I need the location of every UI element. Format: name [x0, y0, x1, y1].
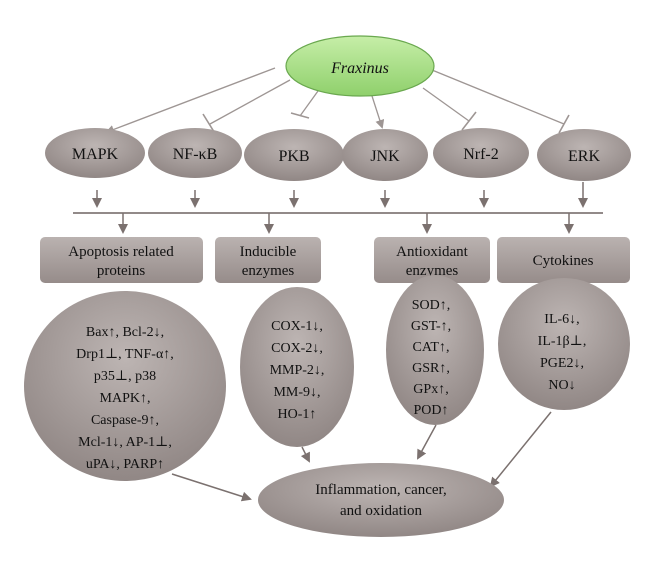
markers-apoptosis-text: Bax↑, Bcl-2↓, Drp1⊥, TNF-α↑, p35⊥, p38 M…: [76, 325, 174, 472]
markers-inducible: COX-1↓, COX-2↓, MMP-2↓, MM-9↓, HO-1↑: [240, 287, 354, 447]
marker-cytokines-2: IL-1β⊥,: [538, 334, 587, 349]
marker-apoptosis-5: Caspase-9↑,: [91, 413, 159, 428]
edge-root-jnk: [371, 95, 385, 129]
pathway-down-arrows: [92, 182, 588, 208]
pathway-nrf2-label: Nrf-2: [463, 146, 499, 163]
markers-apoptosis: Bax↑, Bcl-2↓, Drp1⊥, TNF-α↑, p35⊥, p38 M…: [24, 291, 226, 481]
pathway-pkb: PKB: [244, 129, 344, 181]
marker-inducible-4: MM-9↓,: [273, 385, 320, 400]
outcome-node: Inflammation, cancer, and oxidation: [258, 463, 504, 537]
inhibit-bar-pkb: [290, 112, 310, 119]
marker-cytokines-1: IL-6↓,: [544, 312, 579, 327]
markers-cytokines: IL-6↓, IL-1β⊥, PGE2↓, NO↓: [498, 278, 630, 410]
root-edges: [105, 67, 570, 136]
edge-root-nfkb: [209, 79, 291, 125]
marker-antioxidant-6: POD↑: [413, 403, 448, 418]
marker-cytokines-4: NO↓: [548, 378, 575, 393]
marker-antioxidant-3: CAT↑,: [413, 340, 450, 355]
marker-groups: Bax↑, Bcl-2↓, Drp1⊥, TNF-α↑, p35⊥, p38 M…: [24, 275, 630, 481]
pathway-mapk: MAPK: [45, 128, 145, 178]
category-antioxidant-line1: Antioxidant: [396, 244, 468, 260]
arrow-apoptosis-outcome: [171, 473, 252, 502]
pathway-erk-label: ERK: [568, 148, 600, 165]
markers-antioxidant-text: SOD↑, GST-↑, CAT↑, GSR↑, GPx↑, POD↑: [411, 298, 451, 418]
pathway-erk: ERK: [537, 129, 631, 181]
marker-antioxidant-1: SOD↑,: [412, 298, 451, 313]
pathway-nfkb: NF-κB: [148, 128, 242, 178]
pathway-nrf2: Nrf-2: [433, 128, 529, 178]
pathway-jnk: JNK: [342, 129, 428, 181]
marker-inducible-1: COX-1↓,: [271, 319, 323, 334]
category-cytokines: Cytokines: [497, 237, 630, 283]
pathway-nodes: MAPK NF-κB PKB JNK Nrf-2 ERK: [45, 128, 631, 181]
marker-apoptosis-1: Bax↑, Bcl-2↓,: [86, 325, 164, 340]
inhibit-bar-erk: [558, 114, 570, 134]
category-boxes: Apoptosis related proteins Inducible enz…: [40, 237, 630, 283]
pathway-mapk-label: MAPK: [72, 146, 119, 163]
category-apoptosis: Apoptosis related proteins: [40, 237, 203, 283]
pathway-jnk-label: JNK: [370, 148, 400, 165]
marker-antioxidant-2: GST-↑,: [411, 319, 451, 334]
edge-root-erk: [431, 69, 565, 125]
inhibit-bar-nrf2: [461, 111, 477, 131]
marker-apoptosis-7: uPA↓, PARP↑: [86, 457, 164, 472]
marker-antioxidant-4: GSR↑,: [412, 361, 450, 376]
arrow-cytokines-outcome: [489, 411, 552, 488]
marker-inducible-3: MMP-2↓,: [270, 363, 325, 378]
outcome-line1: Inflammation, cancer,: [315, 482, 446, 498]
category-cytokines-line1: Cytokines: [533, 253, 594, 269]
markers-inducible-text: COX-1↓, COX-2↓, MMP-2↓, MM-9↓, HO-1↑: [270, 319, 325, 422]
category-apoptosis-line1: Apoptosis related: [68, 244, 174, 260]
pathway-nfkb-label: NF-κB: [173, 146, 218, 163]
marker-cytokines-3: PGE2↓,: [540, 356, 584, 371]
arrow-antioxidant-outcome: [417, 424, 437, 460]
edge-root-mapk: [105, 67, 276, 134]
marker-apoptosis-3: p35⊥, p38: [94, 369, 156, 384]
marker-apoptosis-4: MAPK↑,: [100, 391, 151, 406]
root-label: Fraxinus: [330, 60, 389, 77]
category-inducible: Inducible enzymes: [215, 237, 321, 283]
bus-down-arrows: [118, 213, 574, 234]
outcome-line2: and oxidation: [340, 503, 423, 519]
markers-cytokines-text: IL-6↓, IL-1β⊥, PGE2↓, NO↓: [538, 312, 587, 393]
category-antioxidant: Antioxidant enzymes: [374, 237, 490, 283]
markers-antioxidant: SOD↑, GST-↑, CAT↑, GSR↑, GPx↑, POD↑: [386, 275, 484, 425]
root-node: Fraxinus: [285, 35, 435, 97]
category-inducible-line2: enzymes: [242, 263, 295, 279]
marker-apoptosis-6: Mcl-1↓, AP-1⊥,: [78, 435, 172, 450]
edge-root-pkb: [299, 90, 319, 117]
marker-inducible-2: COX-2↓,: [271, 341, 323, 356]
category-apoptosis-line2: proteins: [97, 263, 145, 279]
category-antioxidant-line2: enzymes: [406, 263, 459, 279]
marker-antioxidant-5: GPx↑,: [413, 382, 448, 397]
edge-root-nrf2: [422, 87, 470, 122]
marker-apoptosis-2: Drp1⊥, TNF-α↑,: [76, 347, 174, 362]
marker-inducible-5: HO-1↑: [278, 407, 317, 422]
pathway-pkb-label: PKB: [278, 148, 309, 165]
category-inducible-line1: Inducible: [240, 244, 297, 260]
arrow-inducible-outcome: [300, 446, 310, 463]
outcome-arrows: [171, 411, 552, 502]
